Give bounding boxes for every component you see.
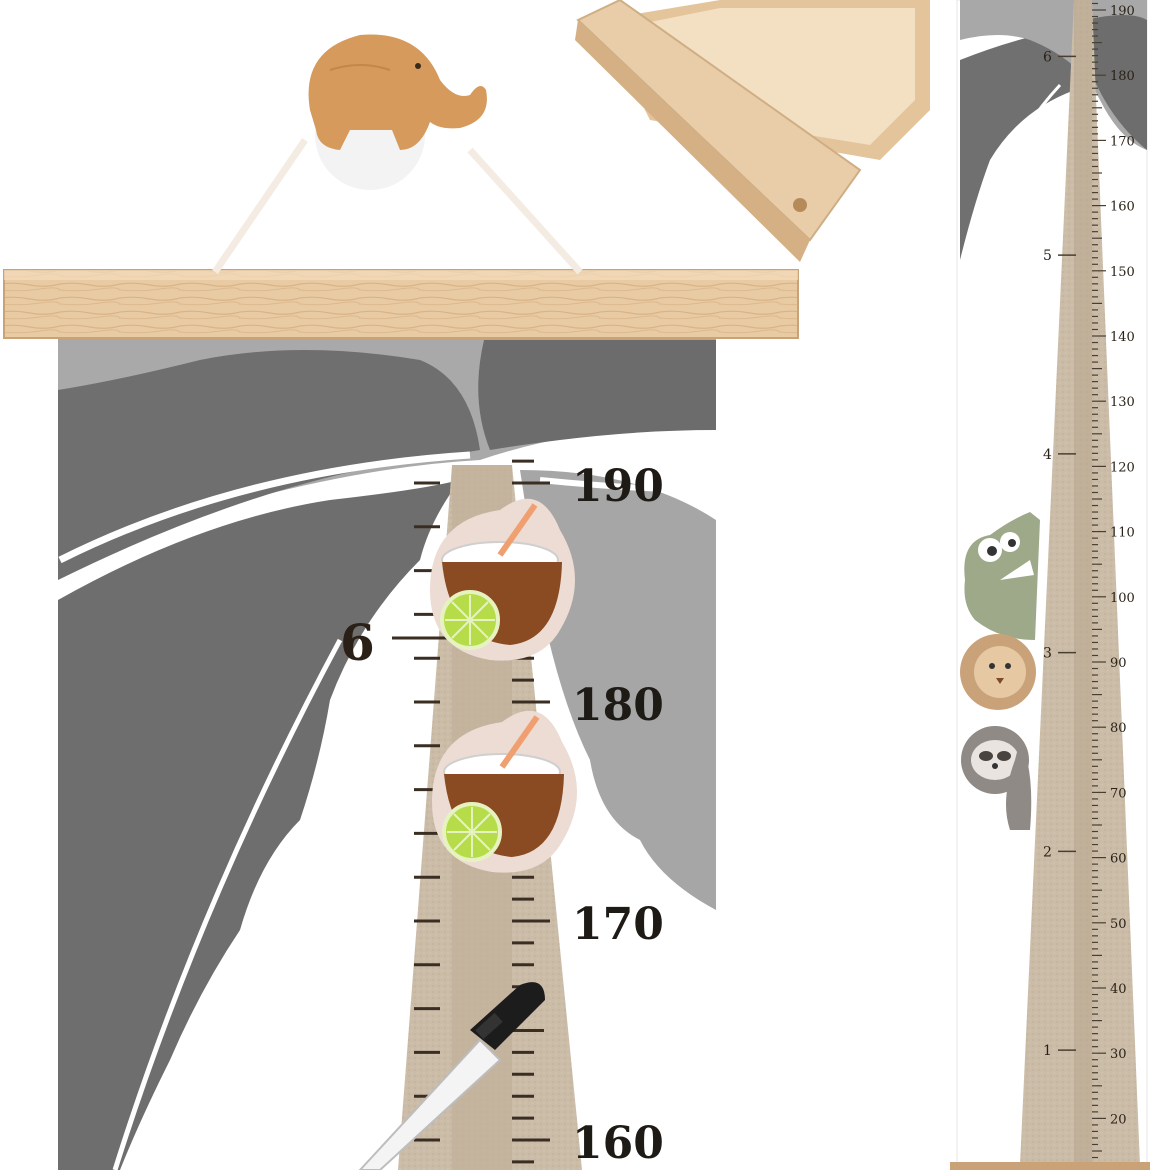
elephant-hook-icon (308, 34, 487, 150)
full-ft-label: 3 (1043, 646, 1052, 662)
wooden-hanger-bar (3, 269, 799, 339)
closeup-cm-label: 190 (572, 461, 664, 512)
closeup-chart: 190 180 170 160 6 (3, 34, 799, 1170)
coconut-drink-icon (430, 498, 575, 661)
full-cm-label: 120 (1110, 460, 1135, 475)
closeup-cm-label: 170 (572, 899, 664, 950)
leaf-vein (58, 451, 471, 564)
sloth-icon (961, 726, 1032, 830)
closeup-cm-label: 160 (572, 1118, 664, 1169)
full-ft-label: 1 (1043, 1043, 1052, 1059)
full-cm-label: 80 (1110, 721, 1127, 736)
full-cm-label: 130 (1110, 395, 1135, 410)
full-cm-labels: 190 180 170 160 150 140 130 120 110 100 90 80 70 60 50… (1110, 4, 1135, 1127)
marker-pen-icon (358, 982, 545, 1170)
closeup-cm-label: 180 (572, 680, 664, 731)
full-cm-label: 60 (1110, 852, 1127, 867)
full-cm-label: 150 (1110, 265, 1135, 280)
full-cm-label: 40 (1110, 982, 1127, 997)
palm-leaf-dark (1085, 15, 1147, 150)
palm-leaf-dark (58, 350, 480, 580)
full-cm-label: 90 (1110, 656, 1127, 671)
full-chart-bottom-bar (950, 1162, 1150, 1170)
hanging-string (212, 138, 583, 275)
palm-leaf-dark (478, 340, 716, 450)
full-cm-label: 140 (1110, 330, 1135, 345)
full-cm-label: 50 (1110, 917, 1127, 932)
leaf-vein (539, 477, 717, 493)
palm-leaf-dark (58, 480, 460, 1170)
full-ft-label: 6 (1043, 49, 1052, 65)
full-ruler-ticks (1092, 2, 1106, 1159)
coconut-drink-icon (432, 710, 577, 873)
palm-leaf-dark (960, 30, 1076, 260)
leaf-vein (112, 638, 343, 1170)
full-cm-label: 70 (1110, 786, 1127, 801)
full-cm-label: 180 (1110, 69, 1135, 84)
full-chart: 1901801701601501401301201101009080706050… (950, 0, 1150, 1170)
full-cm-label: 30 (1110, 1047, 1127, 1062)
leaf-vein (968, 83, 1062, 251)
crocodile-icon (964, 512, 1040, 640)
full-cm-label: 100 (1110, 591, 1135, 606)
closeup-cm-labels: 190 180 170 160 (572, 461, 664, 1169)
lion-icon (960, 634, 1036, 710)
full-cm-label: 20 (1110, 1112, 1127, 1127)
full-cm-label: 160 (1110, 200, 1135, 215)
closeup-ft-label: 6 (340, 613, 375, 672)
full-cm-label: 170 (1110, 134, 1135, 149)
full-ft-label: 4 (1043, 447, 1052, 463)
full-ft-label: 5 (1043, 248, 1052, 264)
wooden-box-icon (575, 0, 930, 262)
full-ft-label: 2 (1043, 844, 1052, 860)
full-cm-label: 190 (1110, 4, 1135, 19)
full-cm-label: 110 (1110, 526, 1135, 541)
full-ft-labels: 6 5 4 3 2 1 (1043, 49, 1076, 1059)
